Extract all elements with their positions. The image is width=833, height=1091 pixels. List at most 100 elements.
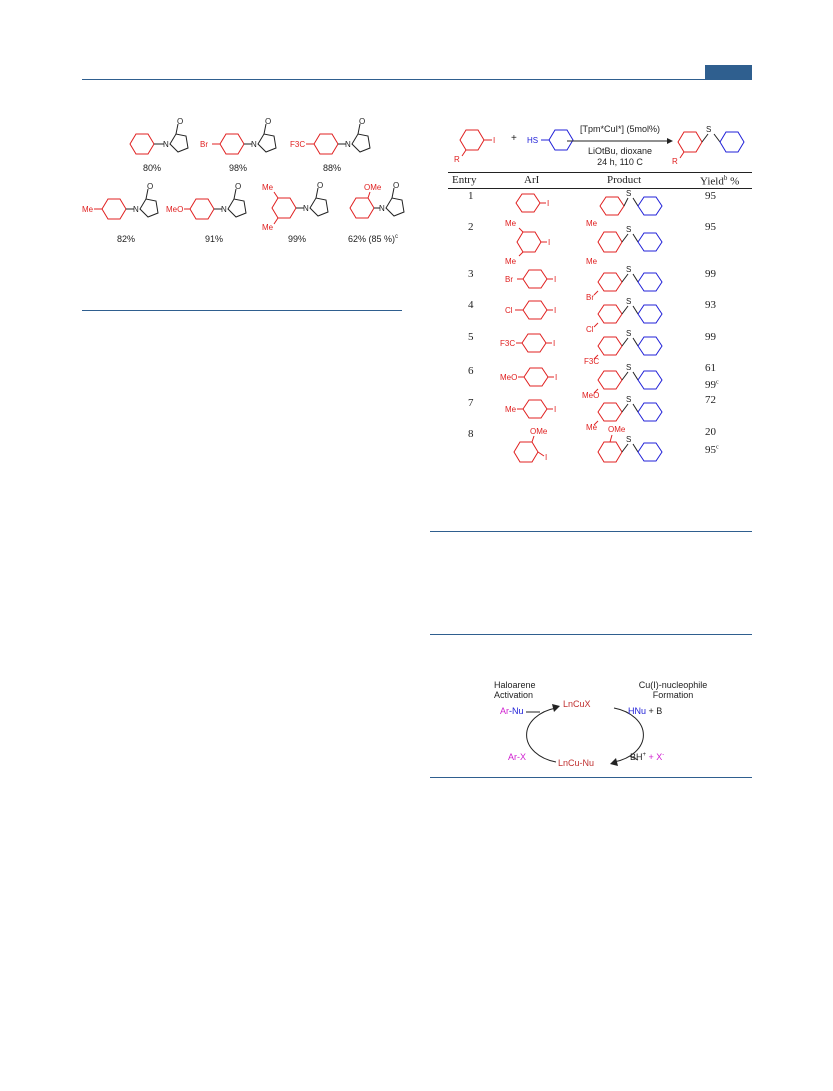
svg-text:N: N <box>379 204 385 213</box>
header-rule <box>82 79 752 80</box>
header-tab <box>705 65 752 79</box>
svg-text:O: O <box>393 181 399 190</box>
ari-structure-5: F3C I <box>500 333 555 353</box>
ar-x-ar: Ar <box>508 752 517 762</box>
thiol-reactant: HS <box>527 129 574 151</box>
structure-1: N O <box>129 117 189 155</box>
svg-text:S: S <box>626 329 631 338</box>
svg-text:S: S <box>626 435 631 444</box>
svg-text:I: I <box>548 238 550 247</box>
substituent-me-top: Me <box>262 183 274 192</box>
svg-text:O: O <box>147 182 153 191</box>
left-title: Haloarene Activation <box>494 680 536 700</box>
yield-value: 95 <box>705 190 716 202</box>
thiol-label: HS <box>527 136 538 145</box>
ar-x-x: -X <box>517 752 526 762</box>
structure-3: F3C N O <box>290 117 371 155</box>
svg-text:S: S <box>626 395 631 404</box>
svg-text:O: O <box>359 117 365 126</box>
svg-text:O: O <box>177 117 183 126</box>
header-ari: ArI <box>524 174 540 186</box>
svg-text:OMe: OMe <box>530 427 548 436</box>
substituent-meo: MeO <box>166 205 183 214</box>
substituent-cf3: F3C <box>290 140 305 149</box>
svg-text:N: N <box>221 205 227 214</box>
x-text: + X <box>646 752 663 762</box>
left-title-line-2: Activation <box>494 690 534 700</box>
svg-text:Me: Me <box>505 257 517 266</box>
header-yield-unit: % <box>727 175 740 188</box>
right-title-line-1: Cu(I)-nucleophile <box>638 680 708 690</box>
svg-text:I: I <box>554 405 556 414</box>
yield-label: 62% (85 %)c <box>348 234 418 244</box>
ar-x-label: Ar-X <box>508 752 526 762</box>
svg-text:S: S <box>626 225 631 234</box>
right-section-rule-3 <box>430 777 752 778</box>
ar-nu-nu: -Nu <box>509 706 524 716</box>
header-yield-sup: b <box>723 174 728 182</box>
svg-text:N: N <box>133 205 139 214</box>
hnu-base: + B <box>646 706 663 716</box>
svg-text:Cl: Cl <box>586 325 594 334</box>
svg-text:I: I <box>547 199 549 208</box>
svg-text:S: S <box>626 297 631 306</box>
left-title-line-1: Haloarene <box>494 680 536 690</box>
ari-structure-1: I <box>515 193 549 213</box>
svg-text:I: I <box>553 339 555 348</box>
header-yield-text: Yield <box>700 175 724 188</box>
svg-text:F3C: F3C <box>584 357 599 366</box>
hnu-hnu: HNu <box>628 706 647 716</box>
yield-value: 93 <box>705 299 716 311</box>
entry-number: 3 <box>468 268 474 280</box>
svg-text:I: I <box>545 453 547 462</box>
entry-number: 4 <box>468 299 474 311</box>
r-label: R <box>454 155 460 164</box>
diaryl-sulfide-product: R S <box>672 125 745 166</box>
svg-text:MeO: MeO <box>500 373 517 382</box>
yield-label: 99% <box>287 234 306 244</box>
header-entry: Entry <box>452 174 477 186</box>
plus-sign: + <box>511 133 517 144</box>
yield-value-2: 99c <box>705 379 719 391</box>
ari-structure-6: MeO I <box>500 367 557 387</box>
right-section-rule-2 <box>430 634 752 635</box>
svg-text:Me: Me <box>505 219 517 228</box>
s-label: S <box>706 125 711 134</box>
yield-label: 80% <box>142 163 161 173</box>
structure-5: MeO N O <box>166 182 247 220</box>
entry-number: 7 <box>468 397 474 409</box>
entry-number: 6 <box>468 365 474 377</box>
yield-label: 98% <box>228 163 247 173</box>
structure-6: Me Me N O <box>262 181 329 232</box>
ar-nu-label: Ar-Nu <box>500 706 524 716</box>
structure-2: Br N O <box>200 117 277 155</box>
right-section-rule-1 <box>430 531 752 532</box>
entry-number: 1 <box>468 190 474 202</box>
yield-value: 61 <box>705 362 716 374</box>
product-structure-3: Br S <box>586 265 663 302</box>
svg-text:Cl: Cl <box>505 306 513 315</box>
yield-label: 88% <box>322 163 341 173</box>
product-structure-8: OMe S <box>597 425 663 463</box>
yield-value: 20 <box>705 426 716 438</box>
header-yield: Yieldb % <box>700 174 739 188</box>
svg-text:Me: Me <box>586 257 598 266</box>
svg-text:N: N <box>345 140 351 149</box>
ari-structure-4: Cl I <box>505 300 556 320</box>
svg-text:N: N <box>163 140 169 149</box>
svg-text:Br: Br <box>505 275 513 284</box>
conditions-label-1: LiOtBu, dioxane <box>587 146 653 156</box>
yield-value: 99 <box>705 268 716 280</box>
svg-text:I: I <box>554 275 556 284</box>
cycle-arrows <box>526 704 644 766</box>
structure-7: OMe N O <box>349 181 405 219</box>
structure-4: Me N O <box>82 182 159 220</box>
bh-sup: + <box>642 752 647 758</box>
product-structure-6: MeO S <box>582 363 663 400</box>
svg-text:N: N <box>251 140 257 149</box>
x-sup: - <box>662 752 665 758</box>
yield-sup: c <box>716 444 719 451</box>
svg-text:S: S <box>626 265 631 274</box>
yield-label: 82% <box>116 234 135 244</box>
